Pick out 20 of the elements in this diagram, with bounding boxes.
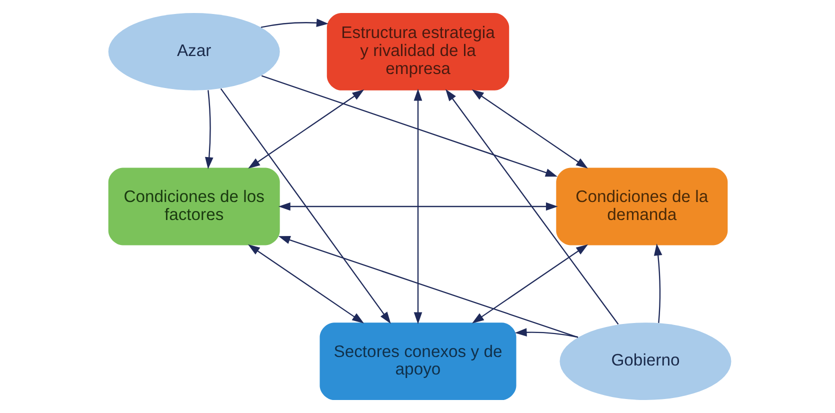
node-ellipse: Azar	[108, 12, 280, 90]
node-box: Estructura estrategia y rivalidad de la empresa	[326, 12, 509, 90]
arrow	[472, 244, 588, 324]
arrow	[413, 88, 422, 324]
arrow	[260, 18, 328, 28]
arrow	[220, 88, 390, 324]
arrow	[653, 244, 662, 323]
node-box: Condiciones de la demanda	[556, 168, 728, 246]
arrow	[247, 244, 364, 324]
node-box: Condiciones de los factores	[108, 168, 280, 246]
arrow	[278, 236, 578, 338]
node-ellipse: Gobierno	[559, 322, 731, 400]
arrow	[248, 90, 364, 169]
arrow	[204, 90, 213, 170]
arrow	[278, 202, 558, 211]
arrow	[471, 90, 588, 169]
arrow	[514, 328, 578, 338]
node-box: Sectores conexos y de apoyo	[319, 322, 516, 400]
arrow	[260, 75, 557, 177]
arrow	[445, 89, 618, 325]
